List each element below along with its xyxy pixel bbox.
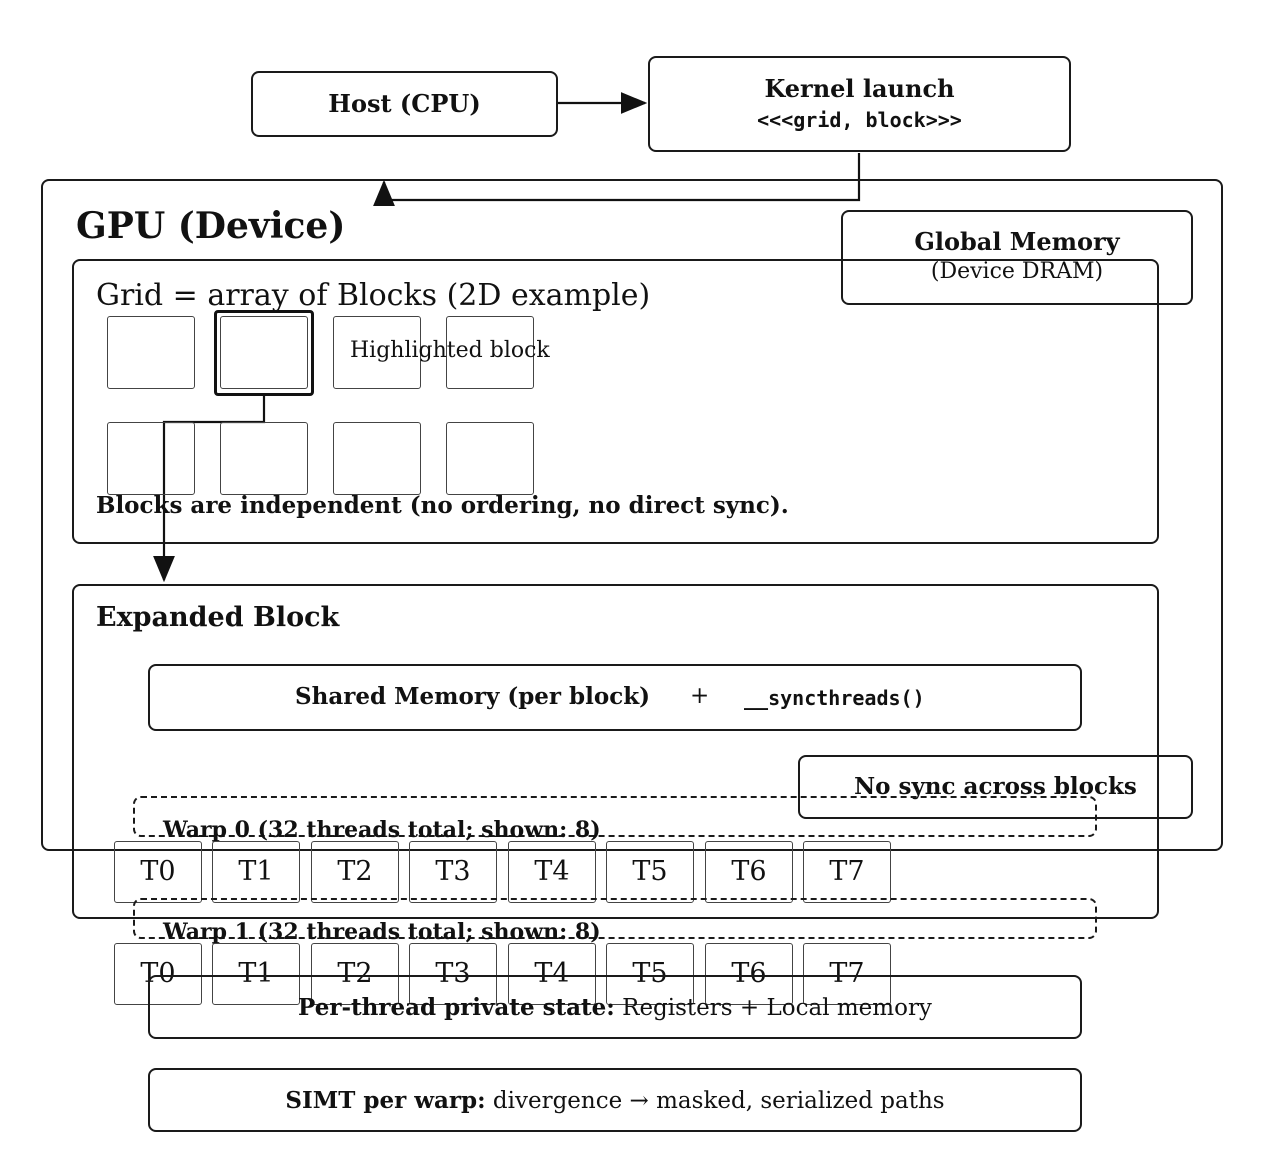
simt-box: SIMT per warp: divergence → masked, seri… (148, 1068, 1082, 1132)
grid-note: Blocks are independent (no ordering, no … (96, 492, 789, 519)
warp-0-thread: T5 (606, 841, 694, 903)
warp-1-thread: T6 (705, 943, 793, 1005)
kernel-to-gpu-arrow (373, 153, 861, 207)
warp-0-thread: T4 (508, 841, 596, 903)
warp-0-thread: T2 (311, 841, 399, 903)
grid-block-r1c2 (333, 422, 421, 495)
host-label: Host (CPU) (328, 89, 481, 118)
warp-0-thread: T0 (114, 841, 202, 903)
warp-1-thread: T7 (803, 943, 891, 1005)
warp-1-thread: T3 (409, 943, 497, 1005)
warp-1-thread: T2 (311, 943, 399, 1005)
grid-block-r0c3 (446, 316, 534, 389)
expanded-block-title: Expanded Block (96, 602, 340, 633)
warp-1-thread: T4 (508, 943, 596, 1005)
warp-1-box (133, 898, 1097, 939)
per-thread-state-bold: Per-thread private state: (298, 994, 615, 1021)
gpu-title: GPU (Device) (76, 205, 346, 247)
gpu-device-box (41, 179, 1223, 851)
grid-block-r0c0 (107, 316, 195, 389)
expanded-block-box (72, 584, 1159, 919)
grid-block-r0c1-highlighted (214, 310, 314, 396)
warp-1-thread: T0 (114, 943, 202, 1005)
warp-0-thread: T3 (409, 841, 497, 903)
shared-memory-box: Shared Memory (per block) + __syncthread… (148, 664, 1082, 731)
warp-1-label: Warp 1 (32 threads total; shown: 8) (163, 919, 601, 945)
warp-1-thread: T5 (606, 943, 694, 1005)
no-sync-box: No sync across blocks (798, 755, 1193, 819)
syncthreads-label: __syncthreads() (744, 686, 925, 710)
grid-block-r1c1 (220, 422, 308, 495)
shared-memory-plus: + (690, 683, 710, 709)
warp-0-label: Warp 0 (32 threads total; shown: 8) (163, 817, 601, 843)
per-thread-state-text: Per-thread private state: Registers + Lo… (150, 994, 1080, 1021)
global-memory-box: Global Memory (Device DRAM) (841, 210, 1193, 305)
warp-0-box (133, 796, 1097, 837)
grid-block-r0c1-inner (220, 316, 308, 389)
shared-memory-label: Shared Memory (per block) (295, 683, 651, 710)
per-thread-state-box: Per-thread private state: Registers + Lo… (148, 975, 1082, 1039)
global-memory-title: Global Memory (914, 227, 1120, 256)
kernel-code: <<<grid, block>>> (757, 108, 962, 132)
per-thread-state-rest: Registers + Local memory (622, 995, 932, 1021)
simt-rest: divergence → masked, serialized paths (492, 1088, 945, 1114)
grid-block-r0c2 (333, 316, 421, 389)
grid-block-r1c3 (446, 422, 534, 495)
host-box: Host (CPU) (251, 71, 558, 137)
global-memory-subtitle: (Device DRAM) (930, 259, 1104, 284)
warp-0-thread: T1 (212, 841, 300, 903)
simt-bold: SIMT per warp: (285, 1087, 486, 1114)
no-sync-label: No sync across blocks (854, 773, 1137, 800)
grid-block-r1c0 (107, 422, 195, 495)
kernel-launch-box: Kernel launch <<<grid, block>>> (648, 56, 1071, 152)
block-to-expanded-arrow (153, 396, 266, 583)
simt-text: SIMT per warp: divergence → masked, seri… (150, 1087, 1080, 1114)
grid-title: Grid = array of Blocks (2D example) (96, 278, 651, 313)
warp-1-thread: T1 (212, 943, 300, 1005)
warp-0-thread: T6 (705, 841, 793, 903)
highlighted-block-label: Highlighted block (350, 338, 550, 363)
grid-box (72, 259, 1159, 544)
warp-0-thread: T7 (803, 841, 891, 903)
kernel-title: Kernel launch (764, 74, 955, 103)
